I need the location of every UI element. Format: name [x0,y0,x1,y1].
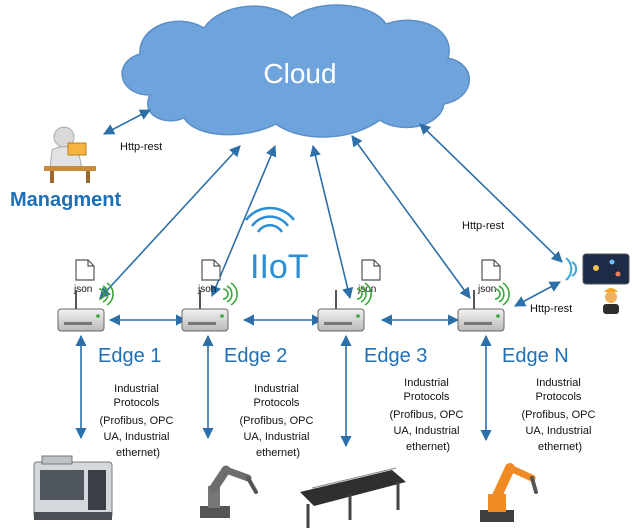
mgmt-cloud-link-label: Http-rest [120,141,162,153]
json-file-icon: json [197,259,221,295]
protocol-line: (Profibus, OPC [389,409,463,421]
cloud-label: Cloud [263,58,336,89]
cloud: Cloud [121,4,470,138]
remote-device [565,253,630,314]
tablet-icon [582,253,630,285]
edge-device-link-label: Http-rest [530,303,572,315]
management-person-icon [44,126,96,183]
protocol-line: ethernet) [538,441,582,453]
gateway-device-icon [57,290,105,332]
gateway-device-icon [457,290,505,332]
protocol-line: UA, Industrial [393,425,459,437]
wifi-icon [222,282,238,306]
protocol-line: (Profibus, OPC [99,415,173,427]
mgmt-cloud-arrow [103,109,151,135]
protocol-line: Industrial [114,383,159,395]
protocol-line: ethernet) [116,447,160,459]
management-label: Managment [10,189,121,211]
edge-device-arrow [514,281,561,307]
protocol-line: UA, Industrial [103,431,169,443]
protocol-line: ethernet) [256,447,300,459]
wifi-icon [494,282,510,306]
cloud-shape [121,4,470,138]
protocol-line: Protocols [536,391,582,403]
protocol-line: Protocols [404,391,450,403]
protocol-line: (Profibus, OPC [239,415,313,427]
conveyor-icon [300,467,406,528]
iiot-label: IIoT [250,248,309,286]
json-label: json [197,284,216,295]
industrial-robot-icon [480,463,538,522]
robot-arm-icon [200,465,258,518]
edge-n: json Edge N Industrial Protocols (Profib… [457,259,598,453]
protocol-line: Industrial [254,383,299,395]
protocol-line: UA, Industrial [243,431,309,443]
protocol-text: Industrial Protocols (Profibus, OPC UA, … [521,377,598,453]
protocol-line: ethernet) [406,441,450,453]
edge-3: json Edge 3 Industrial Protocols (Profib… [317,259,466,453]
edge-name: Edge N [502,345,569,367]
protocol-line: UA, Industrial [525,425,591,437]
edge-name: Edge 2 [224,345,287,367]
json-label: json [73,284,92,295]
wifi-icon [98,282,114,306]
protocol-text: Industrial Protocols (Profibus, OPC UA, … [389,377,466,453]
wifi-icon [356,282,372,306]
protocol-line: Protocols [254,397,300,409]
protocol-text: Industrial Protocols (Profibus, OPC UA, … [99,383,176,459]
json-file-icon: json [357,259,381,295]
gateway-device-icon [181,290,229,332]
edge-2: json Edge 2 Industrial Protocols (Profib… [181,259,316,459]
protocol-line: (Profibus, OPC [521,409,595,421]
protocol-text: Industrial Protocols (Profibus, OPC UA, … [239,383,316,459]
edge-name: Edge 3 [364,345,427,367]
json-label: json [477,284,496,295]
edge-name: Edge 1 [98,345,161,367]
protocol-line: Industrial [536,377,581,389]
json-file-icon: json [73,259,95,295]
protocol-line: Protocols [114,397,160,409]
json-file-icon: json [477,259,501,295]
json-label: json [357,284,376,295]
cloud-edge-arrows [99,123,563,300]
cnc-machine-icon [33,455,113,520]
cloud-device-link-label: Http-rest [462,220,504,232]
edge-1: json Edge 1 Industrial Protocols (Profib… [57,259,176,459]
protocol-line: Industrial [404,377,449,389]
worker-icon [603,288,619,314]
iiot-logo: IIoT [245,206,309,286]
gateway-device-icon [317,290,365,332]
